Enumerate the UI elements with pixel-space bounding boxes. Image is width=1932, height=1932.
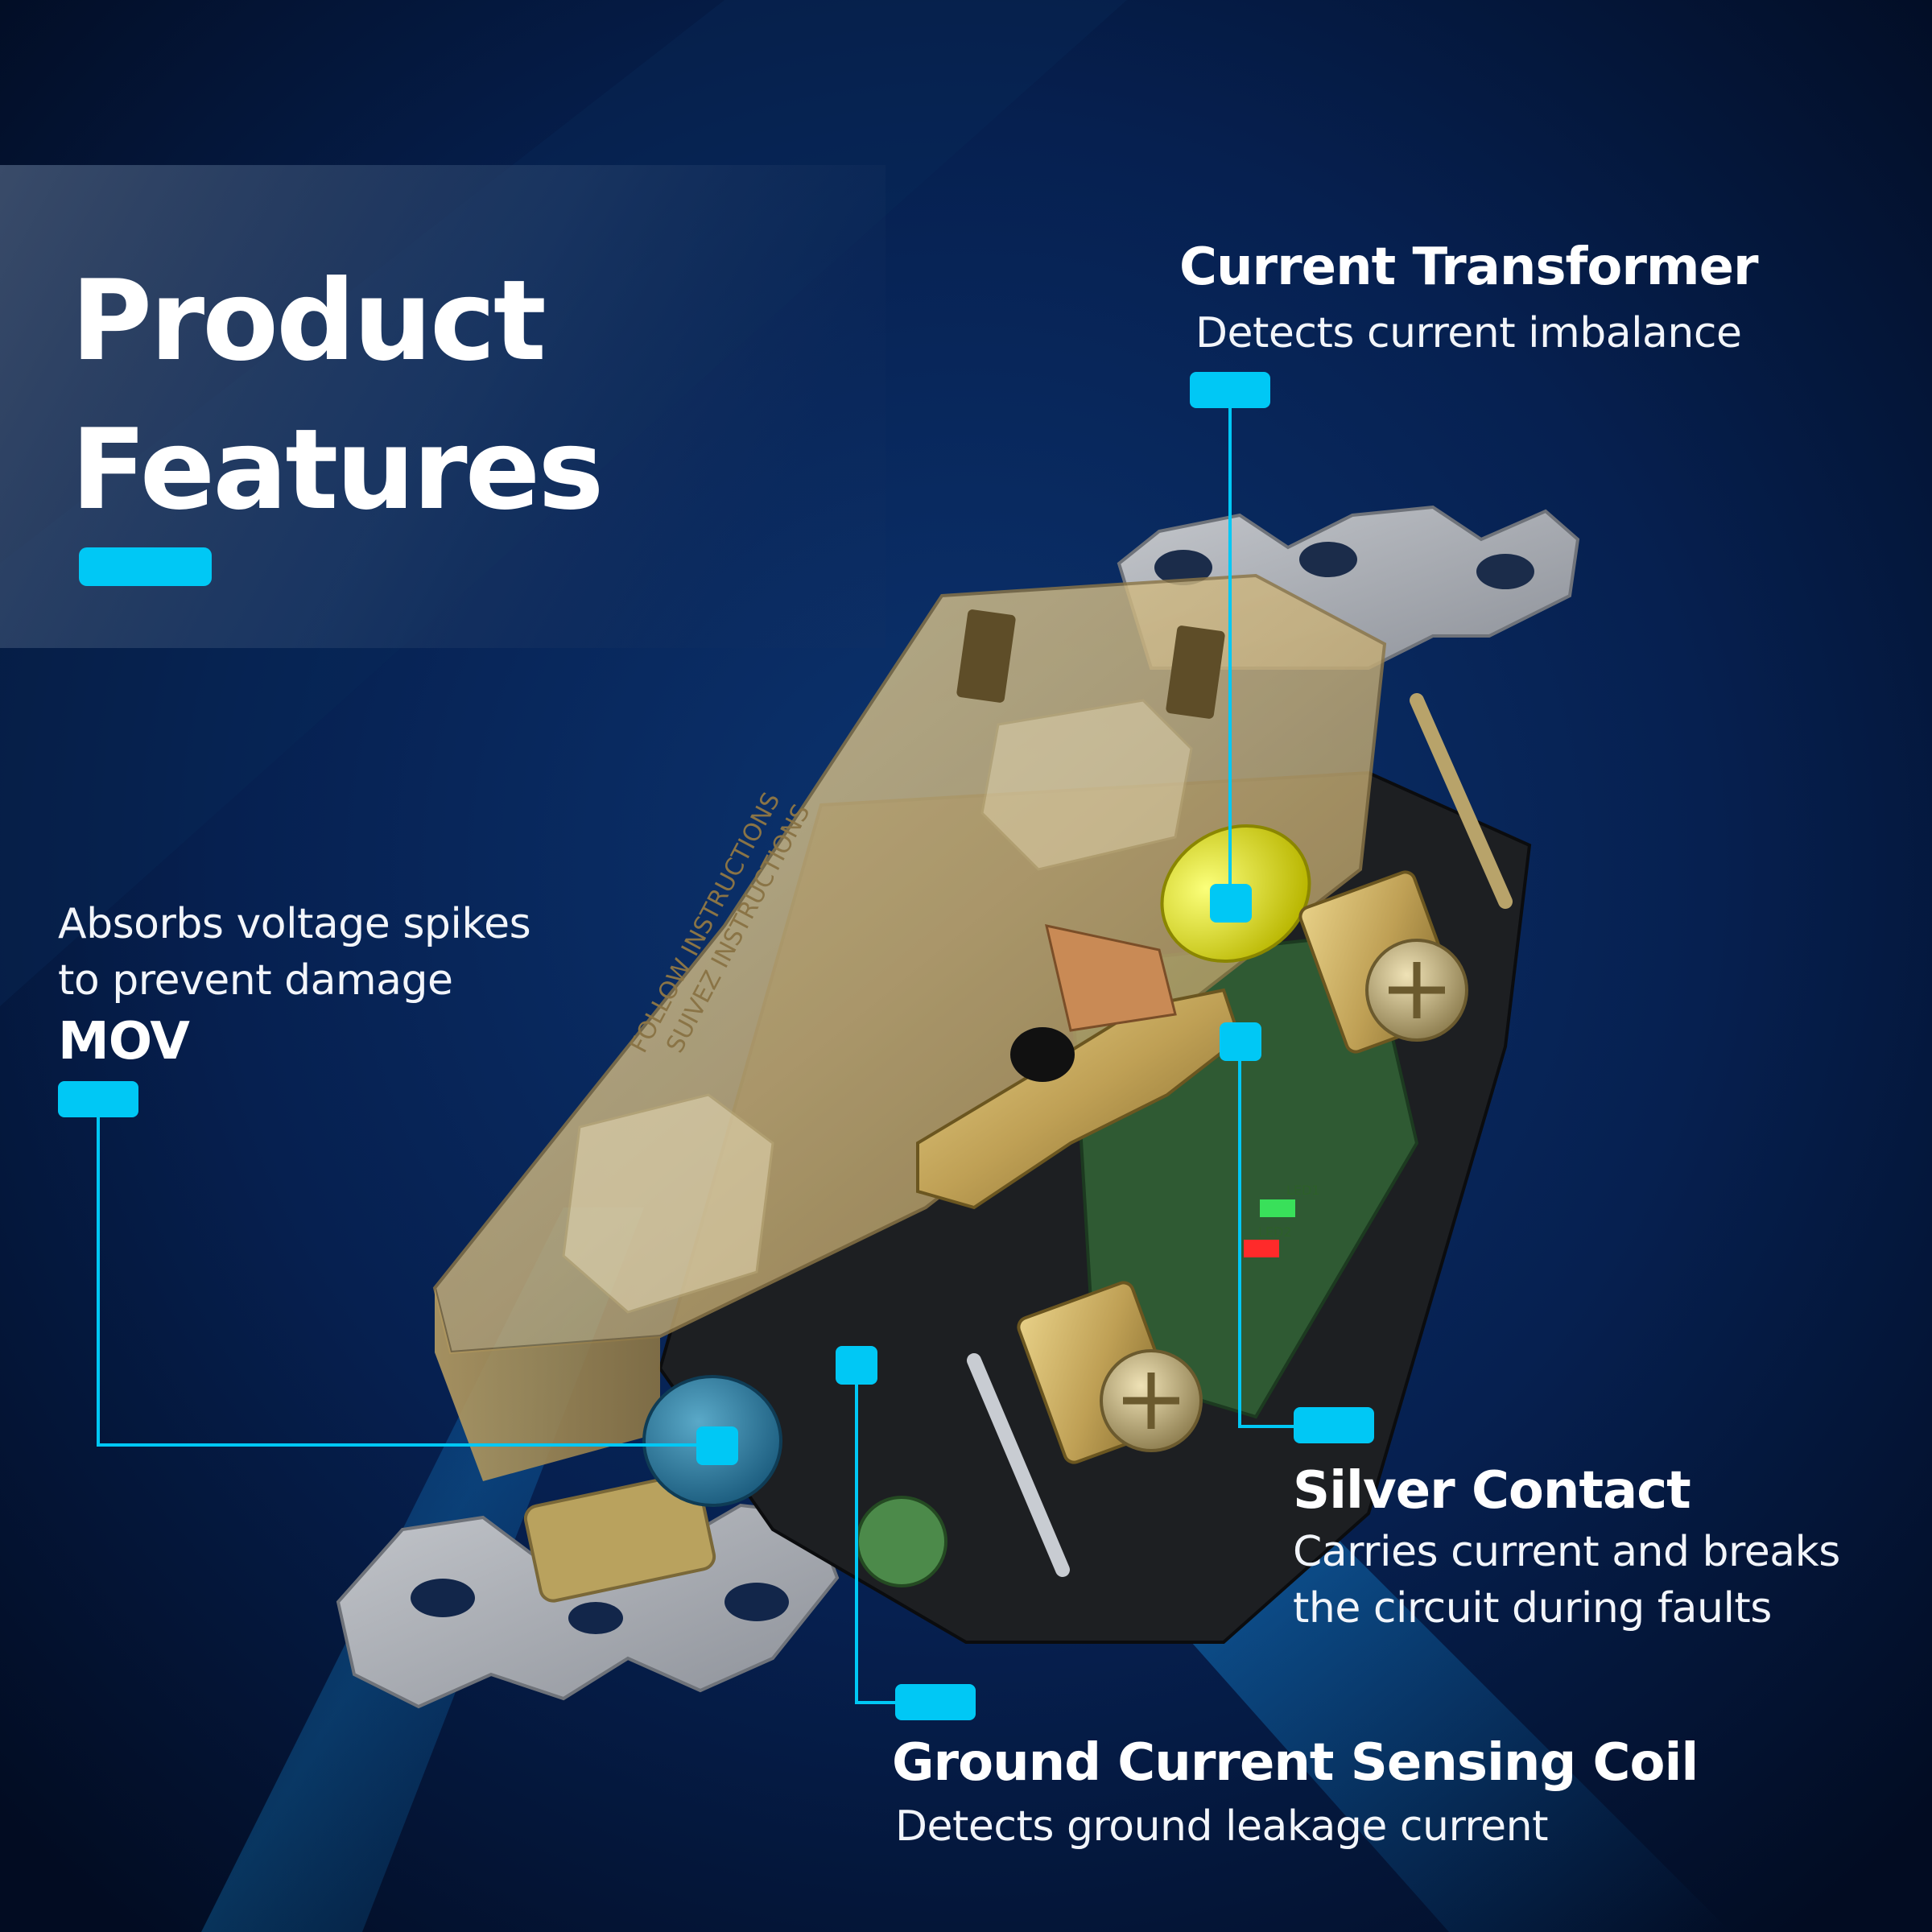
page-title-line1: Product (71, 256, 547, 386)
silver-contact-heading: Silver Contact (1293, 1461, 1691, 1521)
led2-label: LED2 (1258, 1224, 1292, 1240)
strap-hole-icon (1154, 550, 1212, 585)
title-accent-bar (79, 547, 212, 586)
housing-side (435, 1288, 660, 1481)
ground-plate (523, 1472, 716, 1603)
ground-coil-description: Detects ground leakage current (895, 1802, 1549, 1851)
screw-slot-icon (1389, 962, 1445, 1018)
outlet-slot-icon (1166, 625, 1225, 719)
silver-contact-arm (916, 988, 1242, 1210)
page-title-line2: Features (71, 405, 604, 535)
silver-contact-description-line2: the circuit during faults (1293, 1584, 1772, 1633)
outlet-slot-icon (956, 609, 1016, 703)
mov-description-line1: Absorbs voltage spikes (58, 900, 531, 948)
silver-contact-description-line1: Carries current and breaks (1293, 1528, 1840, 1576)
led2-indicator-icon (1244, 1240, 1279, 1257)
mov-point-marker (696, 1426, 738, 1465)
ground-coil-point-marker (836, 1346, 877, 1385)
mov-description-line2: to prevent damage (58, 956, 453, 1005)
terminal-cap (562, 1093, 774, 1314)
mov-heading: MOV (58, 1012, 190, 1071)
screw-slot-icon (1123, 1373, 1179, 1429)
strap-hole-icon (1299, 542, 1357, 577)
mov-tag-marker (58, 1081, 138, 1117)
ground-coil-leader-line (855, 1385, 895, 1704)
mounting-screw-icon (967, 1353, 1070, 1577)
copper-strip (1045, 924, 1177, 1032)
strap-hole-icon (724, 1583, 789, 1621)
ct-tag-marker (1190, 372, 1270, 408)
led1-label: LED1 (1286, 1183, 1320, 1198)
callout-leaders (58, 372, 1374, 1720)
terminal-cap (980, 699, 1193, 871)
title-panel (0, 165, 886, 648)
mounting-screw-icon (1410, 693, 1513, 909)
silver-contact-point-marker (1220, 1022, 1261, 1061)
ground-coil-tag-marker (895, 1684, 976, 1720)
led1-indicator-icon (1260, 1199, 1295, 1217)
ct-heading: Current Transformer (1179, 237, 1759, 297)
strap-hole-icon (568, 1602, 623, 1634)
silver-contact-leader-line (1238, 1061, 1294, 1428)
ct-description: Detects current imbalance (1195, 309, 1742, 357)
ct-point-marker (1210, 884, 1252, 923)
test-button-hole (1010, 1027, 1075, 1082)
silver-contact-tag-marker (1294, 1407, 1374, 1443)
ground-screw-icon (856, 1496, 947, 1587)
strap-hole-icon (1476, 554, 1534, 589)
strap-hole-icon (411, 1579, 475, 1617)
mov-leader-line (97, 1117, 714, 1447)
ground-coil-heading: Ground Current Sensing Coil (892, 1733, 1699, 1793)
